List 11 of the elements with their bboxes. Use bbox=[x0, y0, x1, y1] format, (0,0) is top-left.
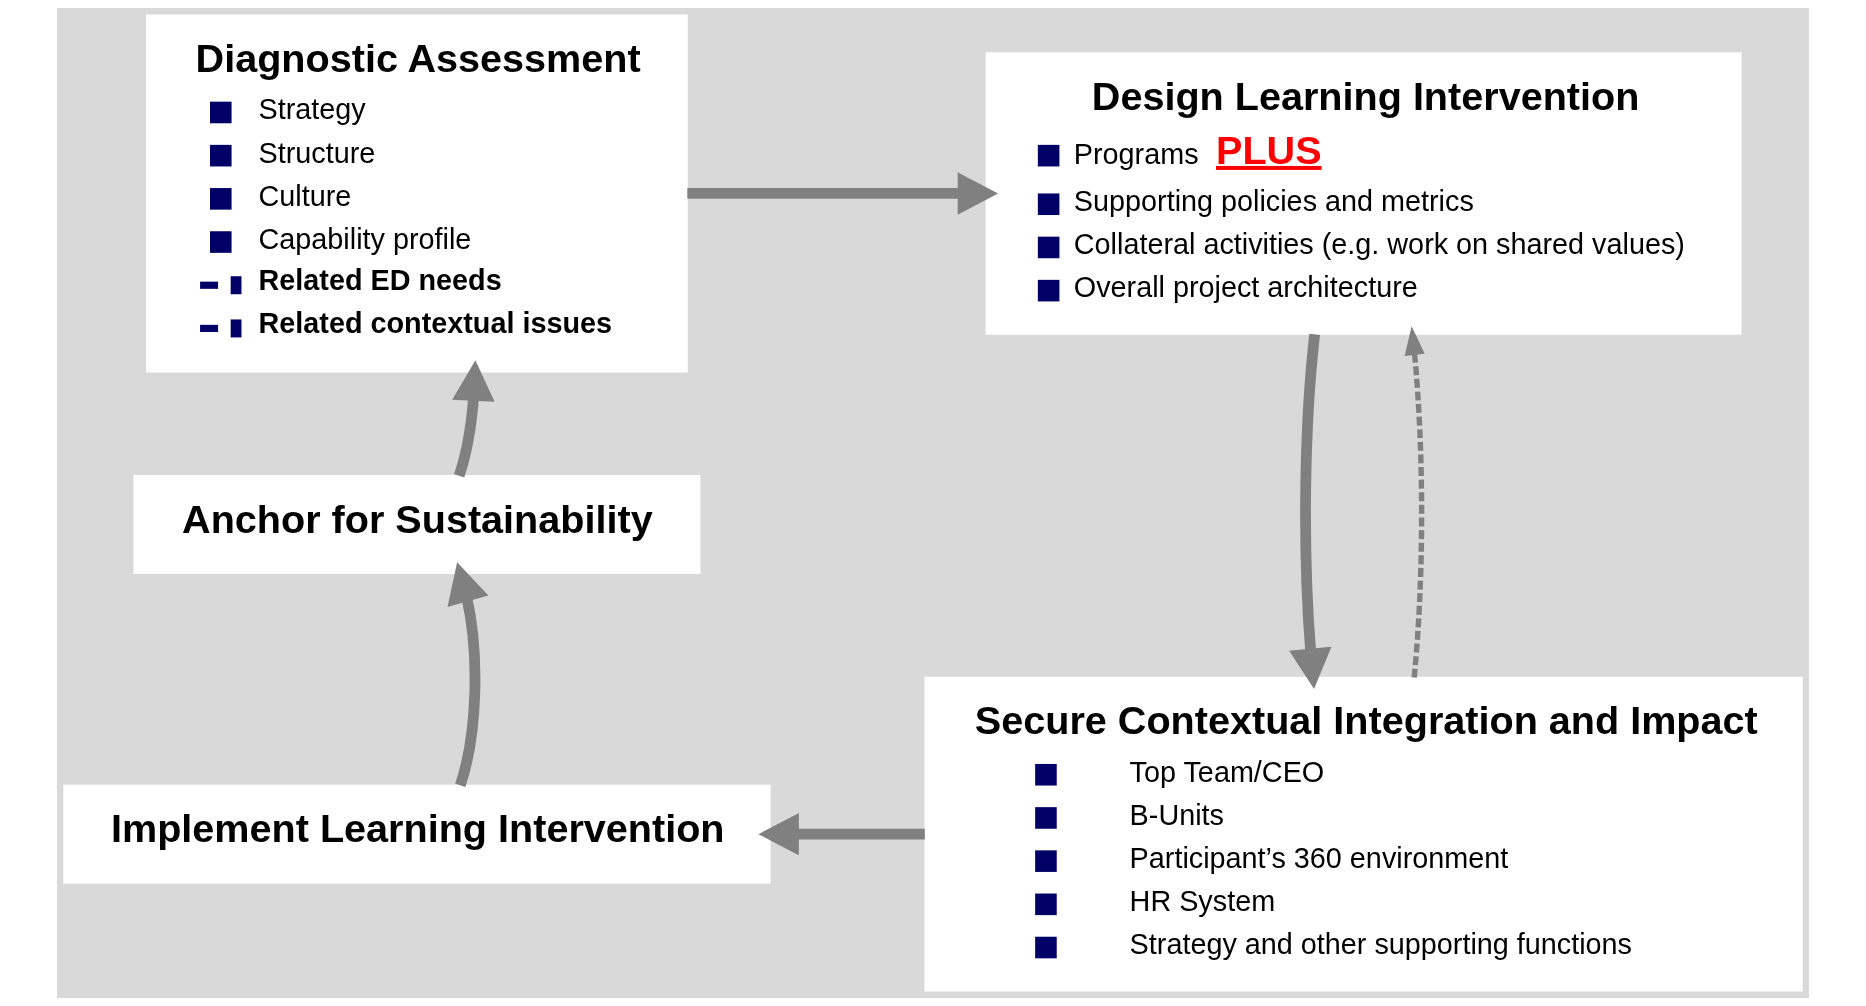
arrow bbox=[447, 562, 489, 787]
arrow bbox=[687, 172, 999, 215]
node-box: Anchor for Sustainability bbox=[133, 475, 701, 575]
node-box: Design Learning Intervention Programs PLUS Supporting policies and metrics Collateral activities (e.g. work on shared values) Overall project architecture bbox=[985, 52, 1742, 335]
node-box: Implement Learning Intervention bbox=[63, 784, 771, 884]
arrow bbox=[1404, 326, 1425, 678]
arrow bbox=[758, 812, 925, 856]
node-box: Diagnostic Assessment Strategy Structure Culture Capability profile Related ED needs Related contextual issues bbox=[146, 14, 688, 373]
arrow bbox=[452, 360, 495, 478]
node-box: Secure Contextual Integration and Impact Top Team/CEO B-Units Participant’s 360 environment HR System Strategy and other supporting functions bbox=[924, 676, 1803, 992]
arrow bbox=[1289, 333, 1332, 689]
